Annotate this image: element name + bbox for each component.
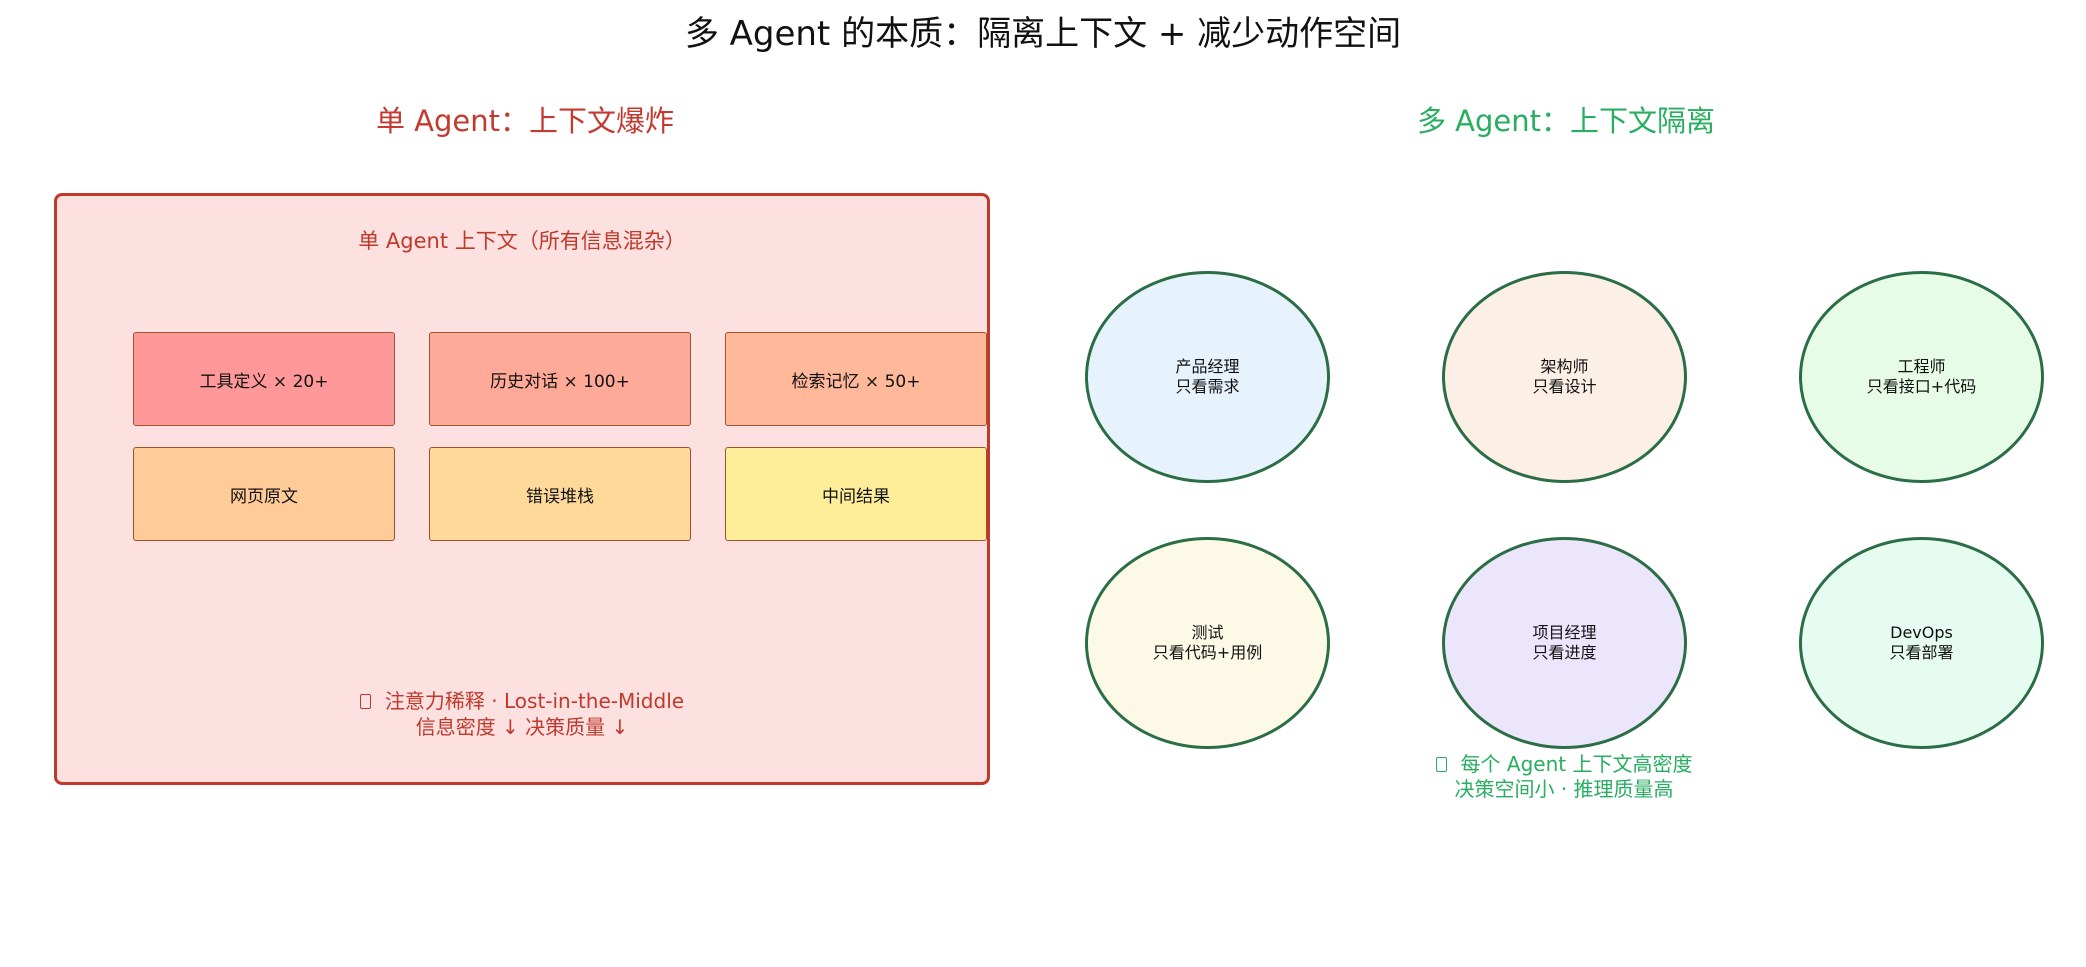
panel-caption: 单 Agent 上下文（所有信息混杂） — [358, 229, 686, 253]
agent-role: 架构师 — [1540, 357, 1589, 376]
note-line-1: 注意力稀释 · Lost-in-the-Middle — [384, 689, 685, 713]
agent-role: 产品经理 — [1175, 357, 1240, 376]
note-icon — [359, 694, 371, 709]
context-block-history: 历史对话 × 100+ — [429, 332, 691, 426]
note-icon — [1435, 757, 1447, 772]
multi-agent-note: 每个 Agent 上下文高密度 决策空间小 · 推理质量高 — [1264, 752, 1864, 802]
agent-scope: 只看需求 — [1175, 377, 1240, 396]
single-agent-heading: 单 Agent：上下文爆炸 — [375, 104, 675, 138]
single-agent-note: 注意力稀释 · Lost-in-the-Middle 信息密度 ↓ 决策质量 ↓ — [54, 688, 990, 740]
note-line-2: 信息密度 ↓ 决策质量 ↓ — [415, 715, 629, 739]
context-block-stacktrace: 错误堆栈 — [429, 447, 691, 541]
agent-product-manager: 产品经理 只看需求 — [1085, 271, 1330, 483]
context-block-tools: 工具定义 × 20+ — [133, 332, 395, 426]
agent-architect: 架构师 只看设计 — [1442, 271, 1687, 483]
multi-agent-heading: 多 Agent：上下文隔离 — [1416, 104, 1716, 138]
agent-role: 工程师 — [1897, 357, 1946, 376]
agent-scope: 只看进度 — [1532, 643, 1597, 662]
main-title: 多 Agent 的本质：隔离上下文 + 减少动作空间 — [684, 14, 1402, 54]
context-block-memory: 检索记忆 × 50+ — [725, 332, 987, 426]
agent-scope: 只看设计 — [1532, 377, 1597, 396]
agent-scope: 只看接口+代码 — [1866, 377, 1977, 396]
note-line-1: 每个 Agent 上下文高密度 — [1460, 752, 1693, 776]
context-block-intermediate: 中间结果 — [725, 447, 987, 541]
agent-project-manager: 项目经理 只看进度 — [1442, 537, 1687, 749]
agent-devops: DevOps 只看部署 — [1799, 537, 2044, 749]
note-line-2: 决策空间小 · 推理质量高 — [1454, 777, 1674, 801]
agent-role: 测试 — [1191, 623, 1224, 642]
agent-scope: 只看代码+用例 — [1152, 643, 1263, 662]
agent-engineer: 工程师 只看接口+代码 — [1799, 271, 2044, 483]
context-block-webpage: 网页原文 — [133, 447, 395, 541]
agent-role: 项目经理 — [1532, 623, 1597, 642]
agent-role: DevOps — [1890, 623, 1953, 642]
agent-tester: 测试 只看代码+用例 — [1085, 537, 1330, 749]
agent-scope: 只看部署 — [1889, 643, 1954, 662]
